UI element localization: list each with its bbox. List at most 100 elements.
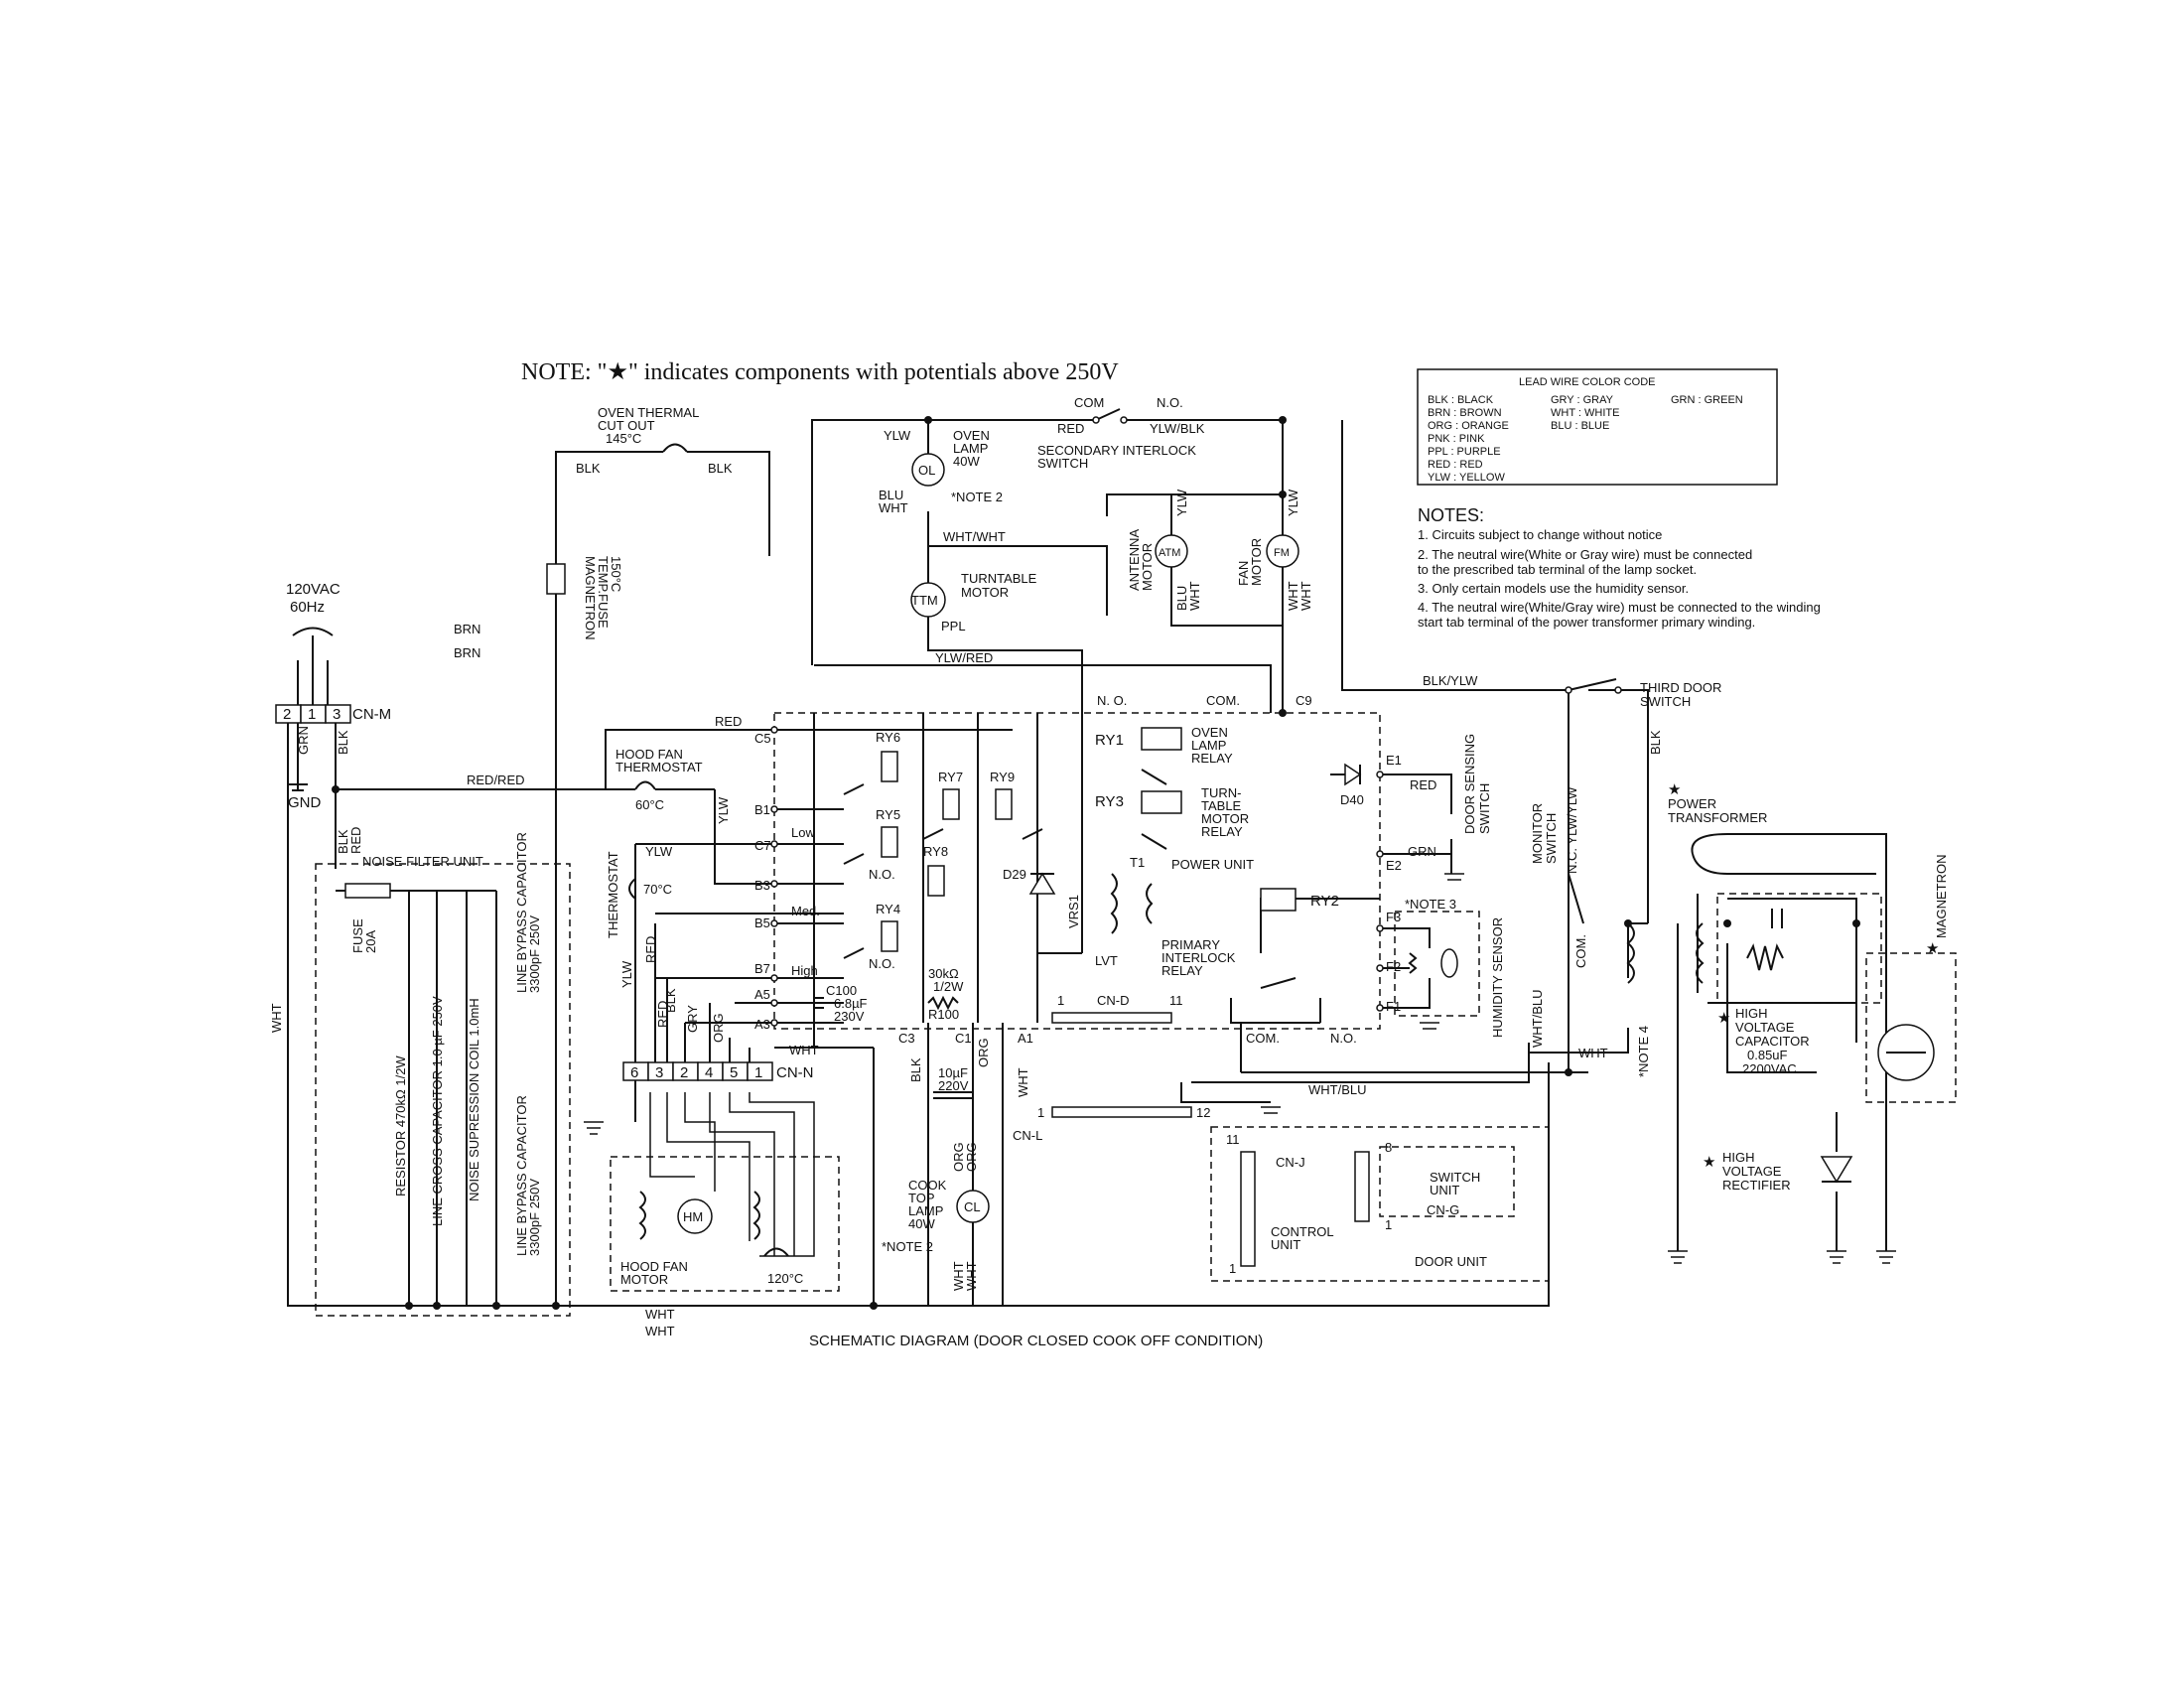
high-voltage-rectifier: ★ HIGH VOLTAGE RECTIFIER bbox=[1703, 1150, 1853, 1193]
relay-ry1: RY1 OVEN LAMP RELAY bbox=[1095, 725, 1233, 785]
brn-label: BRN bbox=[454, 645, 480, 660]
svg-text:HIGH: HIGH bbox=[1722, 1150, 1755, 1165]
svg-text:OL: OL bbox=[918, 463, 935, 478]
svg-text:WHT: WHT bbox=[789, 1043, 819, 1057]
svg-text:MOTOR: MOTOR bbox=[1140, 543, 1155, 591]
svg-text:BLU: BLU bbox=[1174, 586, 1189, 611]
legend-item: BLK : BLACK bbox=[1428, 394, 1494, 406]
svg-text:HOOD FAN: HOOD FAN bbox=[620, 1259, 688, 1274]
notes-block: NOTES: 1. Circuits subject to change wit… bbox=[1418, 505, 1821, 630]
junction-dots bbox=[332, 416, 1860, 1310]
svg-text:TEMP.FUSE: TEMP.FUSE bbox=[596, 556, 611, 629]
capacitor-10uf: 10µF 220V BLK bbox=[908, 1057, 973, 1099]
svg-text:R100: R100 bbox=[928, 1007, 959, 1022]
svg-text:RY1: RY1 bbox=[1095, 732, 1124, 749]
red-wire-label: RED bbox=[348, 827, 363, 854]
wht-wire-label: WHT bbox=[645, 1324, 675, 1338]
wht-label: WHT bbox=[1578, 1046, 1608, 1060]
secondary-interlock-switch: COM N.O. RED YLW/BLK SECONDARY INTERLOCK… bbox=[1037, 395, 1205, 471]
svg-text:230V: 230V bbox=[834, 1009, 865, 1024]
blk-wire-label: BLK bbox=[336, 829, 350, 854]
svg-text:LAMP: LAMP bbox=[953, 441, 988, 456]
svg-text:0.85uF: 0.85uF bbox=[1747, 1048, 1788, 1062]
relay-ry8: RY8 bbox=[923, 844, 948, 897]
svg-text:BLK: BLK bbox=[576, 461, 601, 476]
svg-text:UNIT: UNIT bbox=[1271, 1237, 1300, 1252]
svg-text:YLW: YLW bbox=[1286, 489, 1300, 516]
svg-text:CUT OUT: CUT OUT bbox=[598, 418, 655, 433]
svg-text:D29: D29 bbox=[1003, 867, 1026, 882]
svg-text:2200VAC: 2200VAC bbox=[1742, 1061, 1797, 1076]
svg-text:BLK: BLK bbox=[1648, 730, 1663, 755]
svg-text:C5: C5 bbox=[754, 731, 771, 746]
hood-fan-thermostat: RED/RED RED HOOD FAN THERMOSTAT 60°C YLW bbox=[467, 714, 742, 824]
svg-text:MAGNETRON: MAGNETRON bbox=[1934, 855, 1949, 939]
svg-text:HOOD FAN: HOOD FAN bbox=[615, 747, 683, 762]
svg-text:F1: F1 bbox=[1386, 999, 1401, 1014]
svg-text:SWITCH: SWITCH bbox=[1037, 456, 1088, 471]
svg-text:20A: 20A bbox=[363, 930, 378, 953]
svg-text:FAN: FAN bbox=[1236, 561, 1251, 586]
svg-text:CN-G: CN-G bbox=[1427, 1202, 1459, 1217]
cn-m-pin: 1 bbox=[308, 706, 316, 723]
svg-text:RED: RED bbox=[1410, 777, 1436, 792]
svg-text:RED: RED bbox=[715, 714, 742, 729]
svg-text:MOTOR: MOTOR bbox=[1249, 538, 1264, 586]
svg-text:3300pF 250V: 3300pF 250V bbox=[527, 1179, 542, 1256]
svg-text:CONTROL: CONTROL bbox=[1271, 1224, 1334, 1239]
resistor-r100: 30kΩ 1/2W R100 bbox=[927, 966, 964, 1022]
wht-blu-label: WHT/BLU bbox=[1308, 1082, 1367, 1097]
relay-ry6: RY6 bbox=[843, 730, 900, 795]
svg-text:UNIT: UNIT bbox=[1430, 1183, 1459, 1197]
svg-text:1/2W: 1/2W bbox=[933, 979, 964, 994]
diode-d29: D29 bbox=[1003, 867, 1056, 895]
legend-item: WHT : WHITE bbox=[1551, 407, 1619, 419]
connector-cn-n: 6 3 2 4 5 1 CN-N BLK GRY ORG RED WHT bbox=[622, 988, 819, 1081]
svg-text:VRS1: VRS1 bbox=[1066, 895, 1081, 928]
svg-text:WHT: WHT bbox=[879, 500, 908, 515]
svg-text:*NOTE 2: *NOTE 2 bbox=[951, 490, 1003, 504]
wht-wire-label: WHT bbox=[645, 1307, 675, 1322]
wht-wire-label: WHT bbox=[269, 1003, 284, 1033]
svg-text:B5: B5 bbox=[754, 915, 770, 930]
svg-text:C7: C7 bbox=[754, 838, 771, 853]
gnd-label: GND bbox=[288, 794, 322, 811]
svg-text:N.O.: N.O. bbox=[1157, 395, 1183, 410]
hv-star: ★ bbox=[1668, 781, 1681, 798]
diagram-caption: SCHEMATIC DIAGRAM (DOOR CLOSED COOK OFF … bbox=[809, 1333, 1263, 1349]
note-line: 3. Only certain models use the humidity … bbox=[1418, 581, 1689, 596]
svg-text:CN-L: CN-L bbox=[1013, 1128, 1042, 1143]
svg-text:RED: RED bbox=[655, 1001, 670, 1028]
svg-text:FUSE: FUSE bbox=[350, 918, 365, 953]
power-frequency: 60Hz bbox=[290, 599, 325, 616]
power-voltage: 120VAC bbox=[286, 581, 341, 598]
svg-text:11: 11 bbox=[1226, 1132, 1240, 1147]
control-unit: CN-J CONTROL UNIT 1 bbox=[1210, 1126, 1550, 1282]
svg-text:B3: B3 bbox=[754, 878, 770, 893]
svg-text:DOOR UNIT: DOOR UNIT bbox=[1415, 1254, 1487, 1269]
svg-text:YLW: YLW bbox=[884, 428, 911, 443]
ground-symbols bbox=[584, 873, 1896, 1264]
svg-text:GRN: GRN bbox=[1408, 844, 1436, 859]
svg-text:WHT: WHT bbox=[1298, 581, 1313, 611]
oven-thermal-cutout: OVEN THERMAL CUT OUT 145°C BLK BLK bbox=[576, 405, 733, 476]
svg-text:NOISE SUPRESSION COIL 1.0mH: NOISE SUPRESSION COIL 1.0mH bbox=[467, 998, 481, 1201]
svg-text:VOLTAGE: VOLTAGE bbox=[1722, 1164, 1782, 1179]
svg-text:★: ★ bbox=[1717, 1010, 1730, 1027]
svg-text:A3: A3 bbox=[754, 1017, 770, 1032]
notes-heading: NOTES: bbox=[1418, 505, 1484, 525]
lead-wire-legend: LEAD WIRE COLOR CODE BLK : BLACK BRN : B… bbox=[1417, 368, 1778, 486]
svg-text:ORG: ORG bbox=[964, 1142, 979, 1172]
svg-text:TURN-: TURN- bbox=[1201, 785, 1241, 800]
svg-text:*NOTE 2: *NOTE 2 bbox=[882, 1239, 933, 1254]
svg-text:MOTOR: MOTOR bbox=[620, 1272, 668, 1287]
relay-ports: C5 B1 C7 B3 B5 B7 A5 A3 C3 C1 A1 C9 E1 E… bbox=[754, 693, 1402, 1046]
brn-label: BRN bbox=[454, 622, 480, 636]
svg-text:MOTOR: MOTOR bbox=[1201, 811, 1249, 826]
svg-text:1: 1 bbox=[1057, 993, 1064, 1008]
svg-text:OVEN: OVEN bbox=[1191, 725, 1228, 740]
legend-item: YLW : YELLOW bbox=[1428, 472, 1505, 484]
svg-text:RED/RED: RED/RED bbox=[467, 773, 525, 787]
svg-text:SECONDARY INTERLOCK: SECONDARY INTERLOCK bbox=[1037, 443, 1196, 458]
